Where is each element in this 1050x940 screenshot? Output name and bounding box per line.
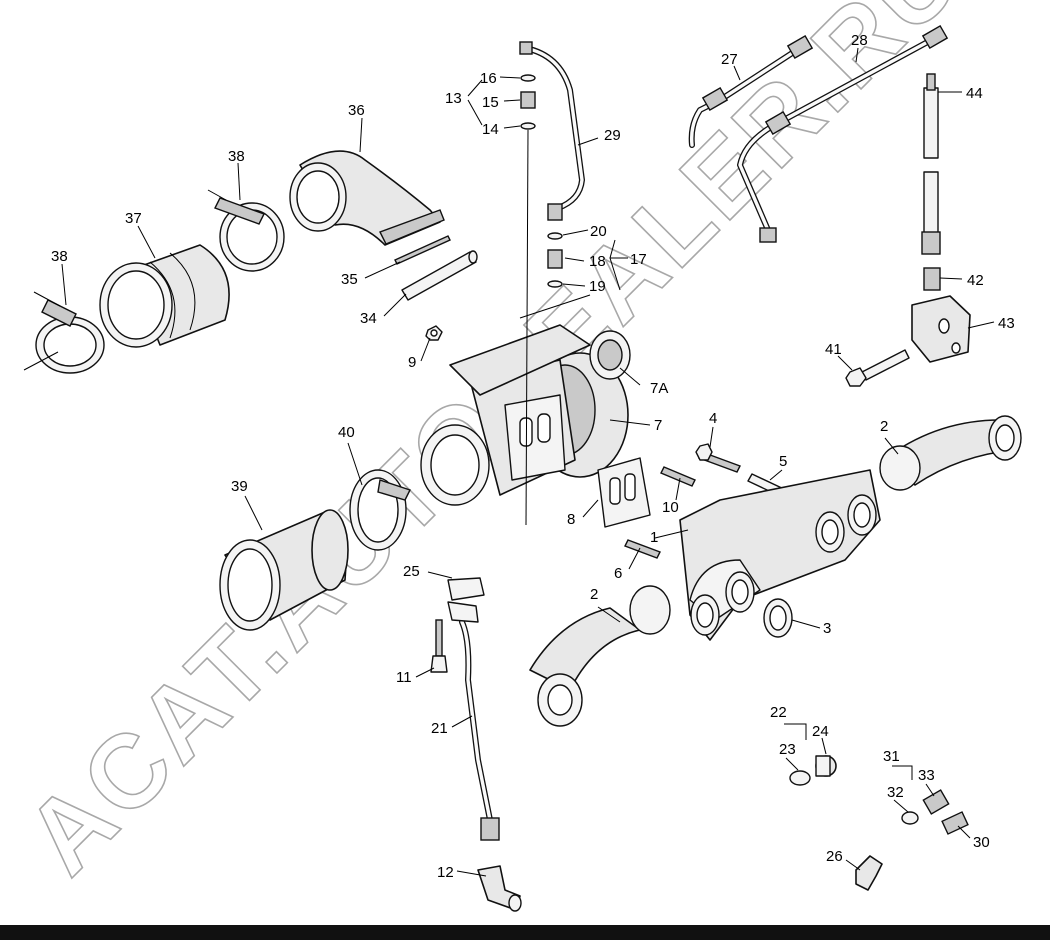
callout-26: 26 [826, 848, 843, 865]
callout-8: 8 [567, 511, 575, 528]
callout-35: 35 [341, 271, 358, 288]
exhaust-pipe-right [879, 415, 1022, 491]
tube-34 [401, 250, 478, 301]
bolt-11 [430, 619, 448, 673]
leader-lines [61, 47, 995, 877]
bolt-4 [695, 443, 741, 473]
callout-37: 37 [125, 210, 142, 227]
callout-14: 14 [482, 121, 499, 138]
washer-23 [789, 770, 811, 786]
exhaust-outlet-pipe [219, 509, 349, 631]
gasket-3 [763, 598, 793, 638]
callout-22: 22 [770, 704, 787, 721]
bolt-41 [845, 349, 910, 387]
callout-2a: 2 [880, 418, 888, 435]
turbocharger [420, 294, 631, 506]
adapter-block-43 [911, 295, 971, 363]
callout-40: 40 [338, 424, 355, 441]
callout-13: 13 [445, 90, 462, 107]
callout-17: 17 [630, 251, 647, 268]
gasket-8 [597, 457, 651, 528]
callout-18: 18 [589, 253, 606, 270]
callout-4: 4 [709, 410, 717, 427]
fitting-13 [520, 74, 536, 526]
callout-labels: 1 2 2 3 4 5 6 7 7A 8 9 10 11 12 13 14 15… [51, 32, 1015, 881]
callout-19: 19 [589, 278, 606, 295]
callout-29: 29 [604, 127, 621, 144]
callout-28: 28 [851, 32, 868, 49]
callout-2b: 2 [590, 586, 598, 603]
elbow-26 [855, 855, 883, 891]
intake-elbow [289, 150, 445, 246]
hose-clamp-left [23, 291, 105, 374]
callout-11: 11 [396, 669, 412, 686]
callout-16: 16 [480, 70, 497, 87]
gasket-25 [447, 577, 485, 623]
callout-7: 7 [654, 417, 662, 434]
callout-5: 5 [779, 453, 787, 470]
nut-9 [425, 325, 443, 341]
callout-43: 43 [998, 315, 1015, 332]
callout-23: 23 [779, 741, 796, 758]
hose-clamp-upper [207, 189, 285, 272]
pipe-27 [688, 34, 814, 148]
fitting-42 [923, 267, 941, 291]
callout-25: 25 [403, 563, 420, 580]
intake-hose [99, 244, 230, 348]
callout-34: 34 [360, 310, 377, 327]
callout-30: 30 [973, 834, 990, 851]
callout-7a: 7A [650, 380, 668, 397]
callout-15: 15 [482, 94, 499, 111]
callout-6: 6 [614, 565, 622, 582]
stud-6 [624, 539, 661, 559]
fitting-30 [941, 811, 969, 835]
callout-9: 9 [408, 354, 416, 371]
callout-32: 32 [887, 784, 904, 801]
callout-1: 1 [650, 529, 658, 546]
callout-27: 27 [721, 51, 738, 68]
callout-20: 20 [590, 223, 607, 240]
callout-12: 12 [437, 864, 454, 881]
callout-21: 21 [431, 720, 448, 737]
oil-drain-pipe-21 [459, 619, 500, 841]
callout-33: 33 [918, 767, 935, 784]
elbow-12 [477, 865, 522, 912]
stud-10 [660, 466, 696, 487]
callout-3: 3 [823, 620, 831, 637]
callout-24: 24 [812, 723, 829, 740]
callout-39: 39 [231, 478, 248, 495]
callout-36: 36 [348, 102, 365, 119]
callout-42: 42 [967, 272, 984, 289]
o-ring-35 [394, 235, 451, 265]
callout-31: 31 [883, 748, 900, 765]
fitting-17 [547, 232, 563, 288]
pipe-28 [737, 24, 949, 243]
callout-41: 41 [825, 341, 842, 358]
callout-38a: 38 [228, 148, 245, 165]
callout-38b: 38 [51, 248, 68, 265]
oil-feed-pipe-29 [519, 41, 585, 221]
plug-24 [815, 755, 837, 777]
tube-44 [921, 73, 941, 255]
exhaust-manifold [679, 469, 881, 641]
exhaust-pipe-left [529, 585, 671, 727]
v-band-clamp [349, 469, 411, 551]
callout-44: 44 [966, 85, 983, 102]
washer-32 [901, 811, 919, 825]
bottom-border-bar [0, 925, 1050, 940]
callout-10: 10 [662, 499, 679, 516]
fitting-33 [922, 789, 950, 815]
